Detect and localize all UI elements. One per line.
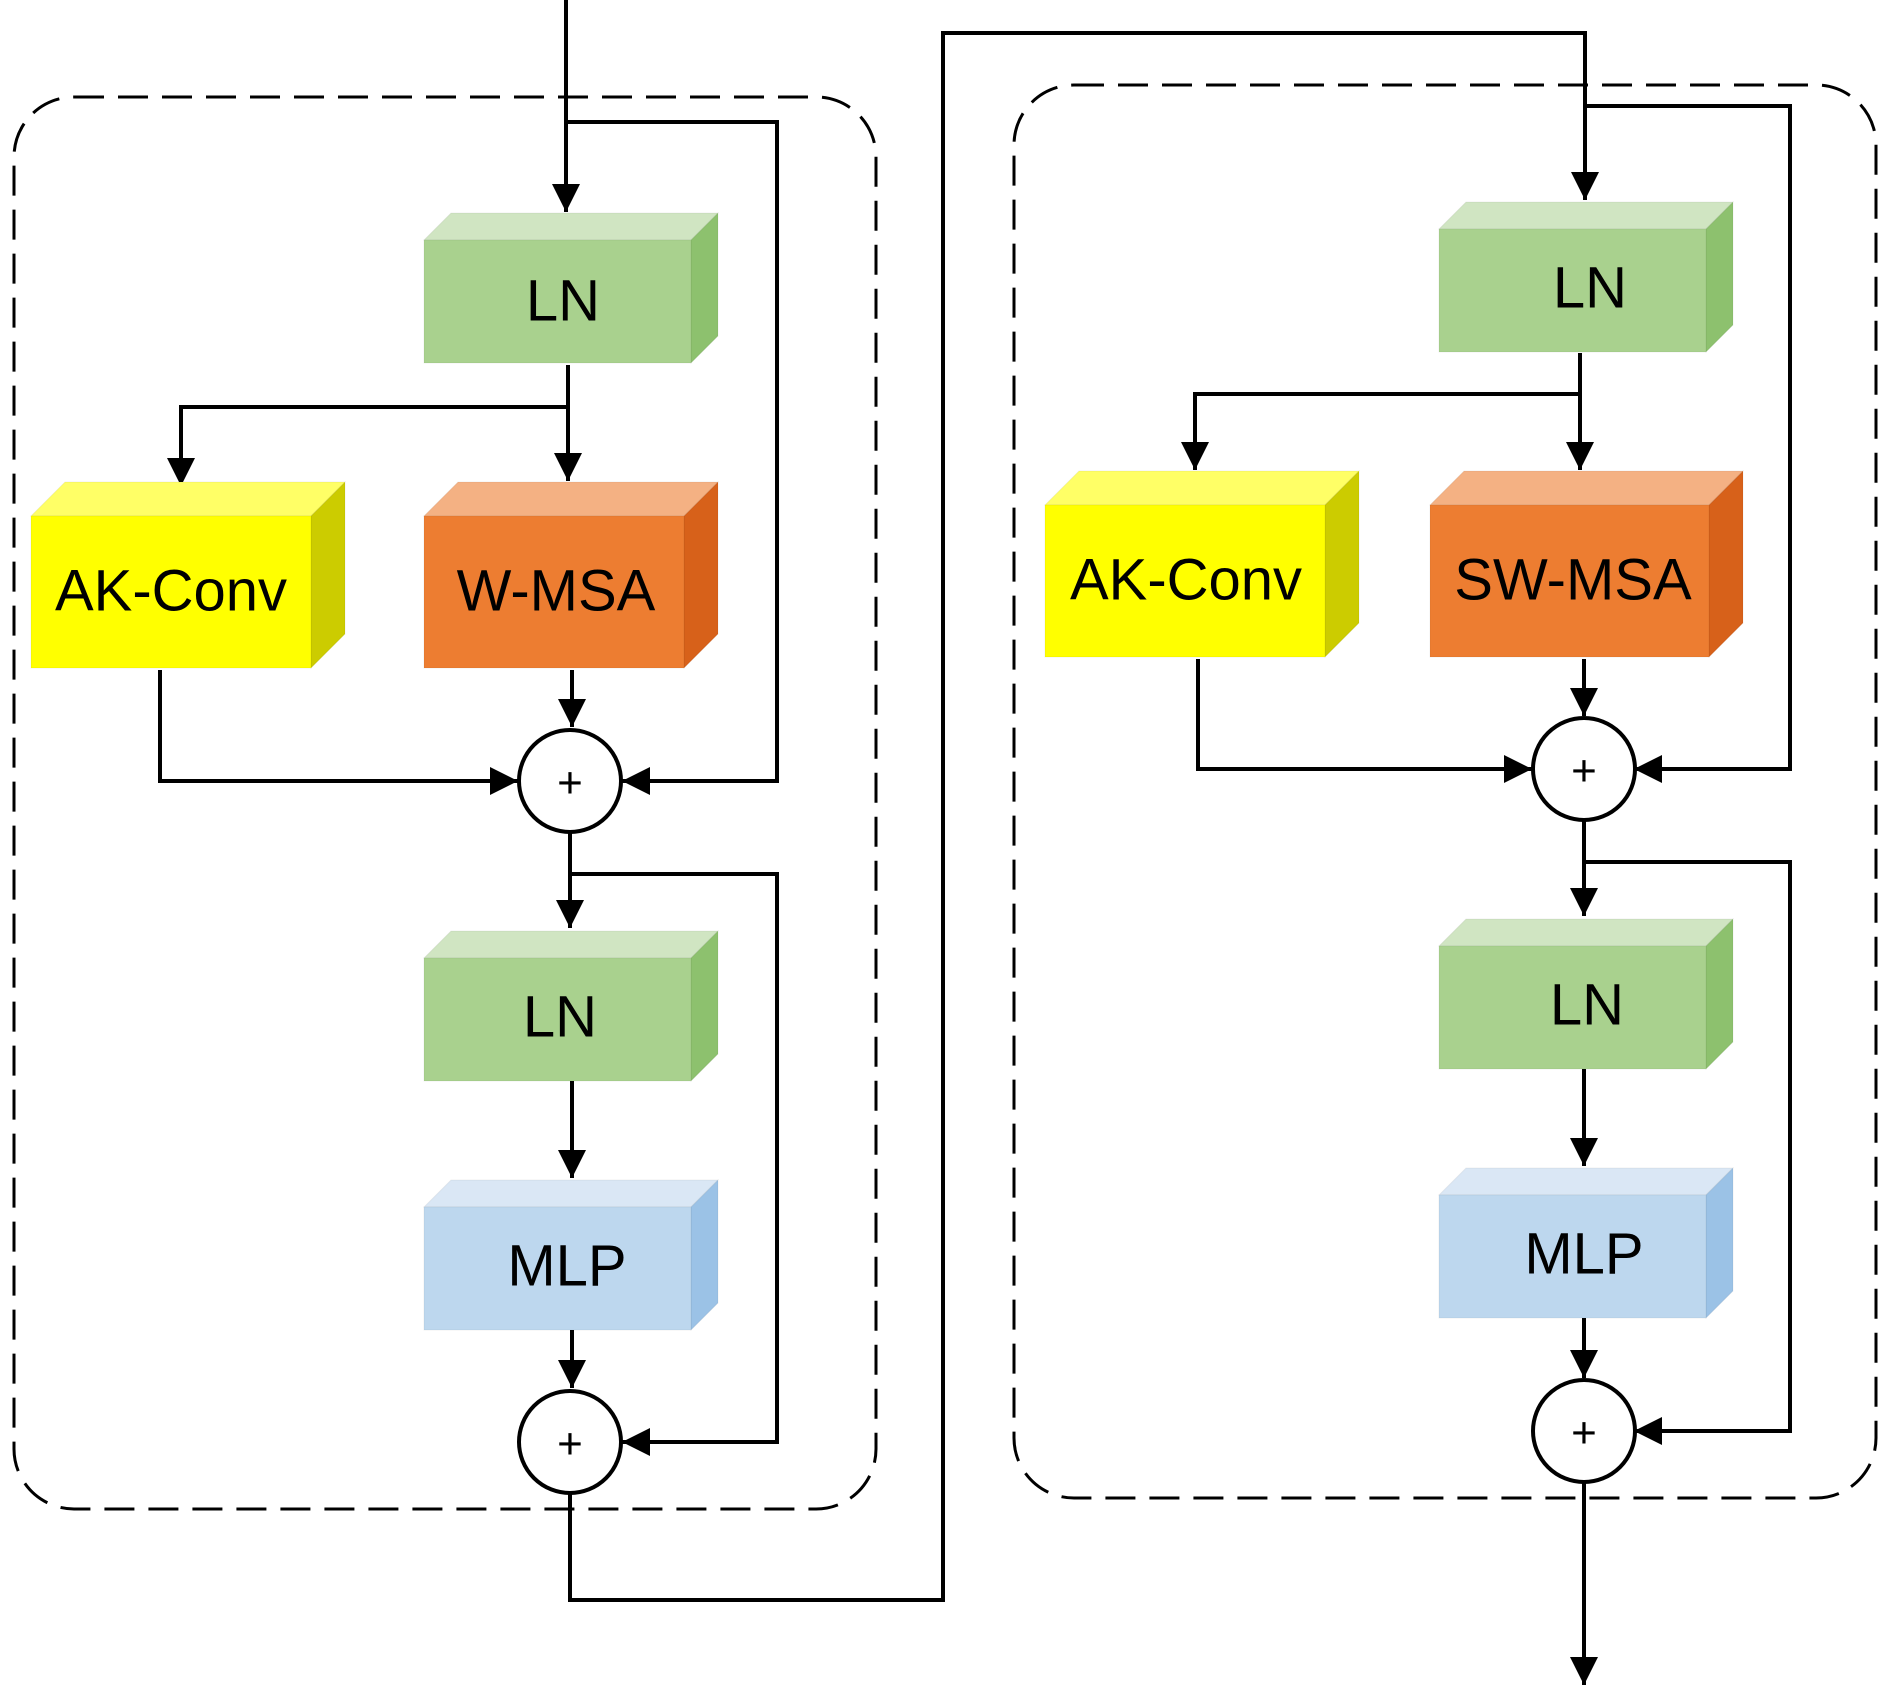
box-front bbox=[423, 1206, 692, 1331]
block2-ln1-box: LN bbox=[1437, 200, 1735, 354]
block1-akconv-label: AK-Conv bbox=[55, 559, 287, 624]
block1-add1: + bbox=[517, 728, 623, 834]
box-top bbox=[1043, 470, 1361, 506]
block2-akconv-box: AK-Conv bbox=[1043, 469, 1361, 659]
block2-wires bbox=[1181, 104, 1792, 1685]
box-front bbox=[1438, 228, 1707, 353]
box-top bbox=[29, 481, 347, 517]
block1-ln1-label: LN bbox=[526, 269, 600, 334]
box-front bbox=[423, 239, 692, 364]
block2-container bbox=[1012, 83, 1878, 1500]
block2-mlp-box: MLP bbox=[1437, 1166, 1735, 1320]
box-top bbox=[422, 212, 720, 241]
box-top bbox=[1437, 1167, 1735, 1196]
block2-add2: + bbox=[1531, 1378, 1637, 1484]
box-top bbox=[1437, 201, 1735, 230]
box-front bbox=[423, 957, 692, 1082]
block2-akconv-label: AK-Conv bbox=[1070, 548, 1302, 613]
box-top bbox=[422, 1179, 720, 1208]
block1-add2-label: + bbox=[557, 1420, 583, 1469]
block1-mlp-box: MLP bbox=[422, 1178, 720, 1332]
box-top bbox=[1428, 470, 1745, 506]
block1-akconv-box: AK-Conv bbox=[29, 480, 347, 670]
block2-ln2-box: LN bbox=[1437, 917, 1735, 1071]
block1-attn-label: W-MSA bbox=[457, 559, 656, 624]
block2-add1-label: + bbox=[1571, 747, 1597, 796]
box-front bbox=[1438, 945, 1707, 1070]
block2-ln2-label: LN bbox=[1550, 973, 1624, 1038]
box-front bbox=[1438, 1194, 1707, 1319]
block2-add1: + bbox=[1531, 716, 1637, 822]
block1-ln2-box: LN bbox=[422, 929, 720, 1083]
box-side bbox=[690, 211, 719, 365]
box-top bbox=[1437, 918, 1735, 947]
block2-swmsa-box: SW-MSA bbox=[1428, 469, 1745, 659]
box-front bbox=[30, 515, 312, 669]
box-side bbox=[1705, 200, 1734, 354]
block2-mlp-label: MLP bbox=[1524, 1222, 1643, 1287]
box-side bbox=[690, 1178, 719, 1332]
block1-add1-label: + bbox=[557, 759, 583, 808]
box-top bbox=[422, 481, 720, 517]
box-side bbox=[690, 929, 719, 1083]
box-top bbox=[422, 930, 720, 959]
block1-wmsa-box: W-MSA bbox=[422, 480, 720, 670]
block1-add2: + bbox=[517, 1389, 623, 1495]
block2-ln1-label: LN bbox=[1553, 256, 1627, 321]
block1-ln1-box: LN bbox=[422, 211, 720, 365]
block1-mlp-label: MLP bbox=[507, 1234, 626, 1299]
box-front bbox=[1044, 504, 1326, 658]
box-front bbox=[1429, 504, 1710, 658]
block1-container bbox=[12, 95, 878, 1511]
box-side bbox=[1705, 917, 1734, 1071]
block1-wires bbox=[158, 0, 1599, 1602]
block2-attn-label: SW-MSA bbox=[1454, 548, 1692, 613]
block2-add2-label: + bbox=[1571, 1409, 1597, 1458]
box-front bbox=[423, 515, 685, 669]
block1-ln2-label: LN bbox=[523, 985, 597, 1050]
box-side bbox=[1705, 1166, 1734, 1320]
